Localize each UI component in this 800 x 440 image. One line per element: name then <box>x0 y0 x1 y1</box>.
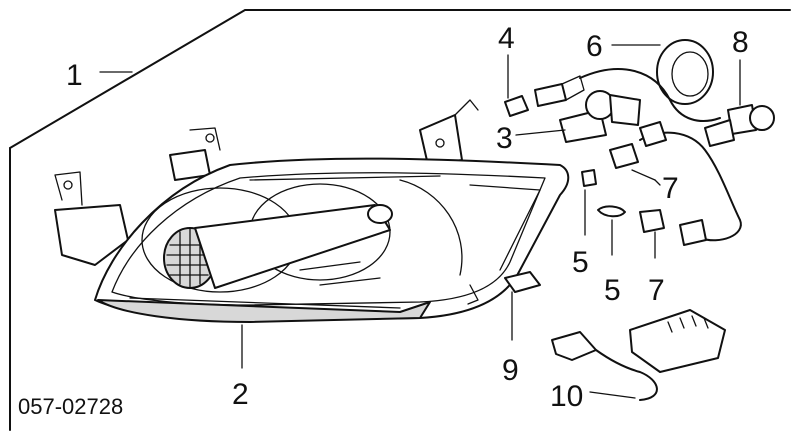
callout-1: 1 <box>66 59 83 92</box>
socket-7-lower <box>639 209 665 259</box>
bulb-4 <box>504 54 585 117</box>
bulb-3 <box>515 90 641 143</box>
wedge-bulb-5-right <box>597 205 626 256</box>
callout-5-left: 5 <box>572 246 589 279</box>
callout-8: 8 <box>732 26 749 59</box>
headlamp-housing <box>54 99 570 323</box>
socket-7-upper <box>609 143 656 181</box>
callout-7-lower: 7 <box>648 274 665 307</box>
callout-10: 10 <box>550 380 583 413</box>
callout-3: 3 <box>496 122 513 155</box>
callout-4: 4 <box>498 22 515 55</box>
clip-9 <box>504 271 541 341</box>
callout-5-right: 5 <box>604 274 621 307</box>
cover-cap-6 <box>611 39 714 105</box>
part-code: 057-02728 <box>18 394 123 419</box>
callout-7-upper: 7 <box>662 172 679 205</box>
wiring-harness <box>579 68 742 246</box>
assembly-frame <box>9 9 791 431</box>
callout-9: 9 <box>502 354 519 387</box>
ballast-10 <box>551 309 726 401</box>
callout-2: 2 <box>232 378 249 411</box>
wedge-bulb-5-left <box>581 169 597 236</box>
callout-6: 6 <box>586 30 603 63</box>
bulb-8 <box>727 59 775 135</box>
leader-lines <box>99 71 661 369</box>
